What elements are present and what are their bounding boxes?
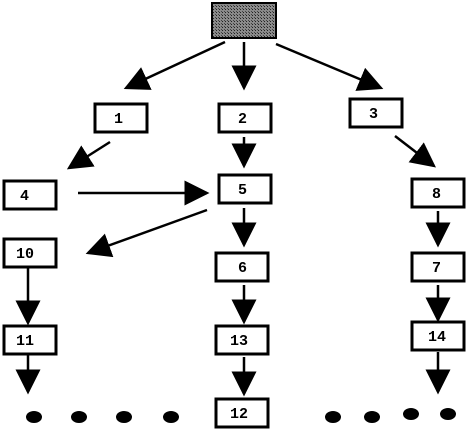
node-label-14: 14 — [428, 329, 446, 346]
node-label-1: 1 — [114, 111, 123, 128]
edge-3-8 — [394, 135, 436, 168]
node-label-11: 11 — [16, 333, 34, 350]
node-label-2: 2 — [238, 111, 247, 128]
node-box-1 — [93, 102, 149, 134]
node-label-4: 4 — [20, 188, 29, 205]
node-label-8: 8 — [432, 186, 441, 203]
continuation-dot — [403, 408, 419, 420]
node-box-3 — [348, 97, 404, 129]
edge-group — [15, 40, 451, 397]
edge-root-1 — [123, 40, 226, 90]
node-box-2 — [217, 102, 273, 134]
node-box-14 — [410, 320, 466, 352]
node-label-3: 3 — [369, 106, 378, 123]
root-node — [211, 2, 277, 39]
node-box-7 — [410, 251, 466, 283]
node-box-13 — [214, 324, 270, 356]
continuation-dot — [325, 411, 341, 423]
continuation-dot — [440, 408, 456, 420]
node-box-6 — [214, 251, 270, 283]
continuation-dot — [364, 411, 380, 423]
node-box-4 — [2, 179, 58, 211]
node-box-10 — [2, 237, 58, 269]
node-box-12 — [214, 397, 270, 429]
node-box-11 — [2, 324, 58, 356]
edge-1-4 — [66, 140, 111, 170]
node-label-6: 6 — [238, 260, 247, 277]
node-label-12: 12 — [230, 406, 248, 423]
node-label-7: 7 — [432, 260, 441, 277]
edge-root-3 — [275, 42, 384, 91]
node-box-8 — [410, 177, 466, 209]
continuation-dot — [71, 411, 87, 423]
node-box-5 — [217, 173, 273, 205]
edge-5-10 — [85, 208, 208, 258]
continuation-dot — [116, 411, 132, 423]
node-label-5: 5 — [238, 182, 247, 199]
node-label-10: 10 — [16, 246, 34, 263]
continuation-dot — [26, 411, 42, 423]
node-label-13: 13 — [230, 333, 248, 350]
continuation-dot — [163, 411, 179, 423]
